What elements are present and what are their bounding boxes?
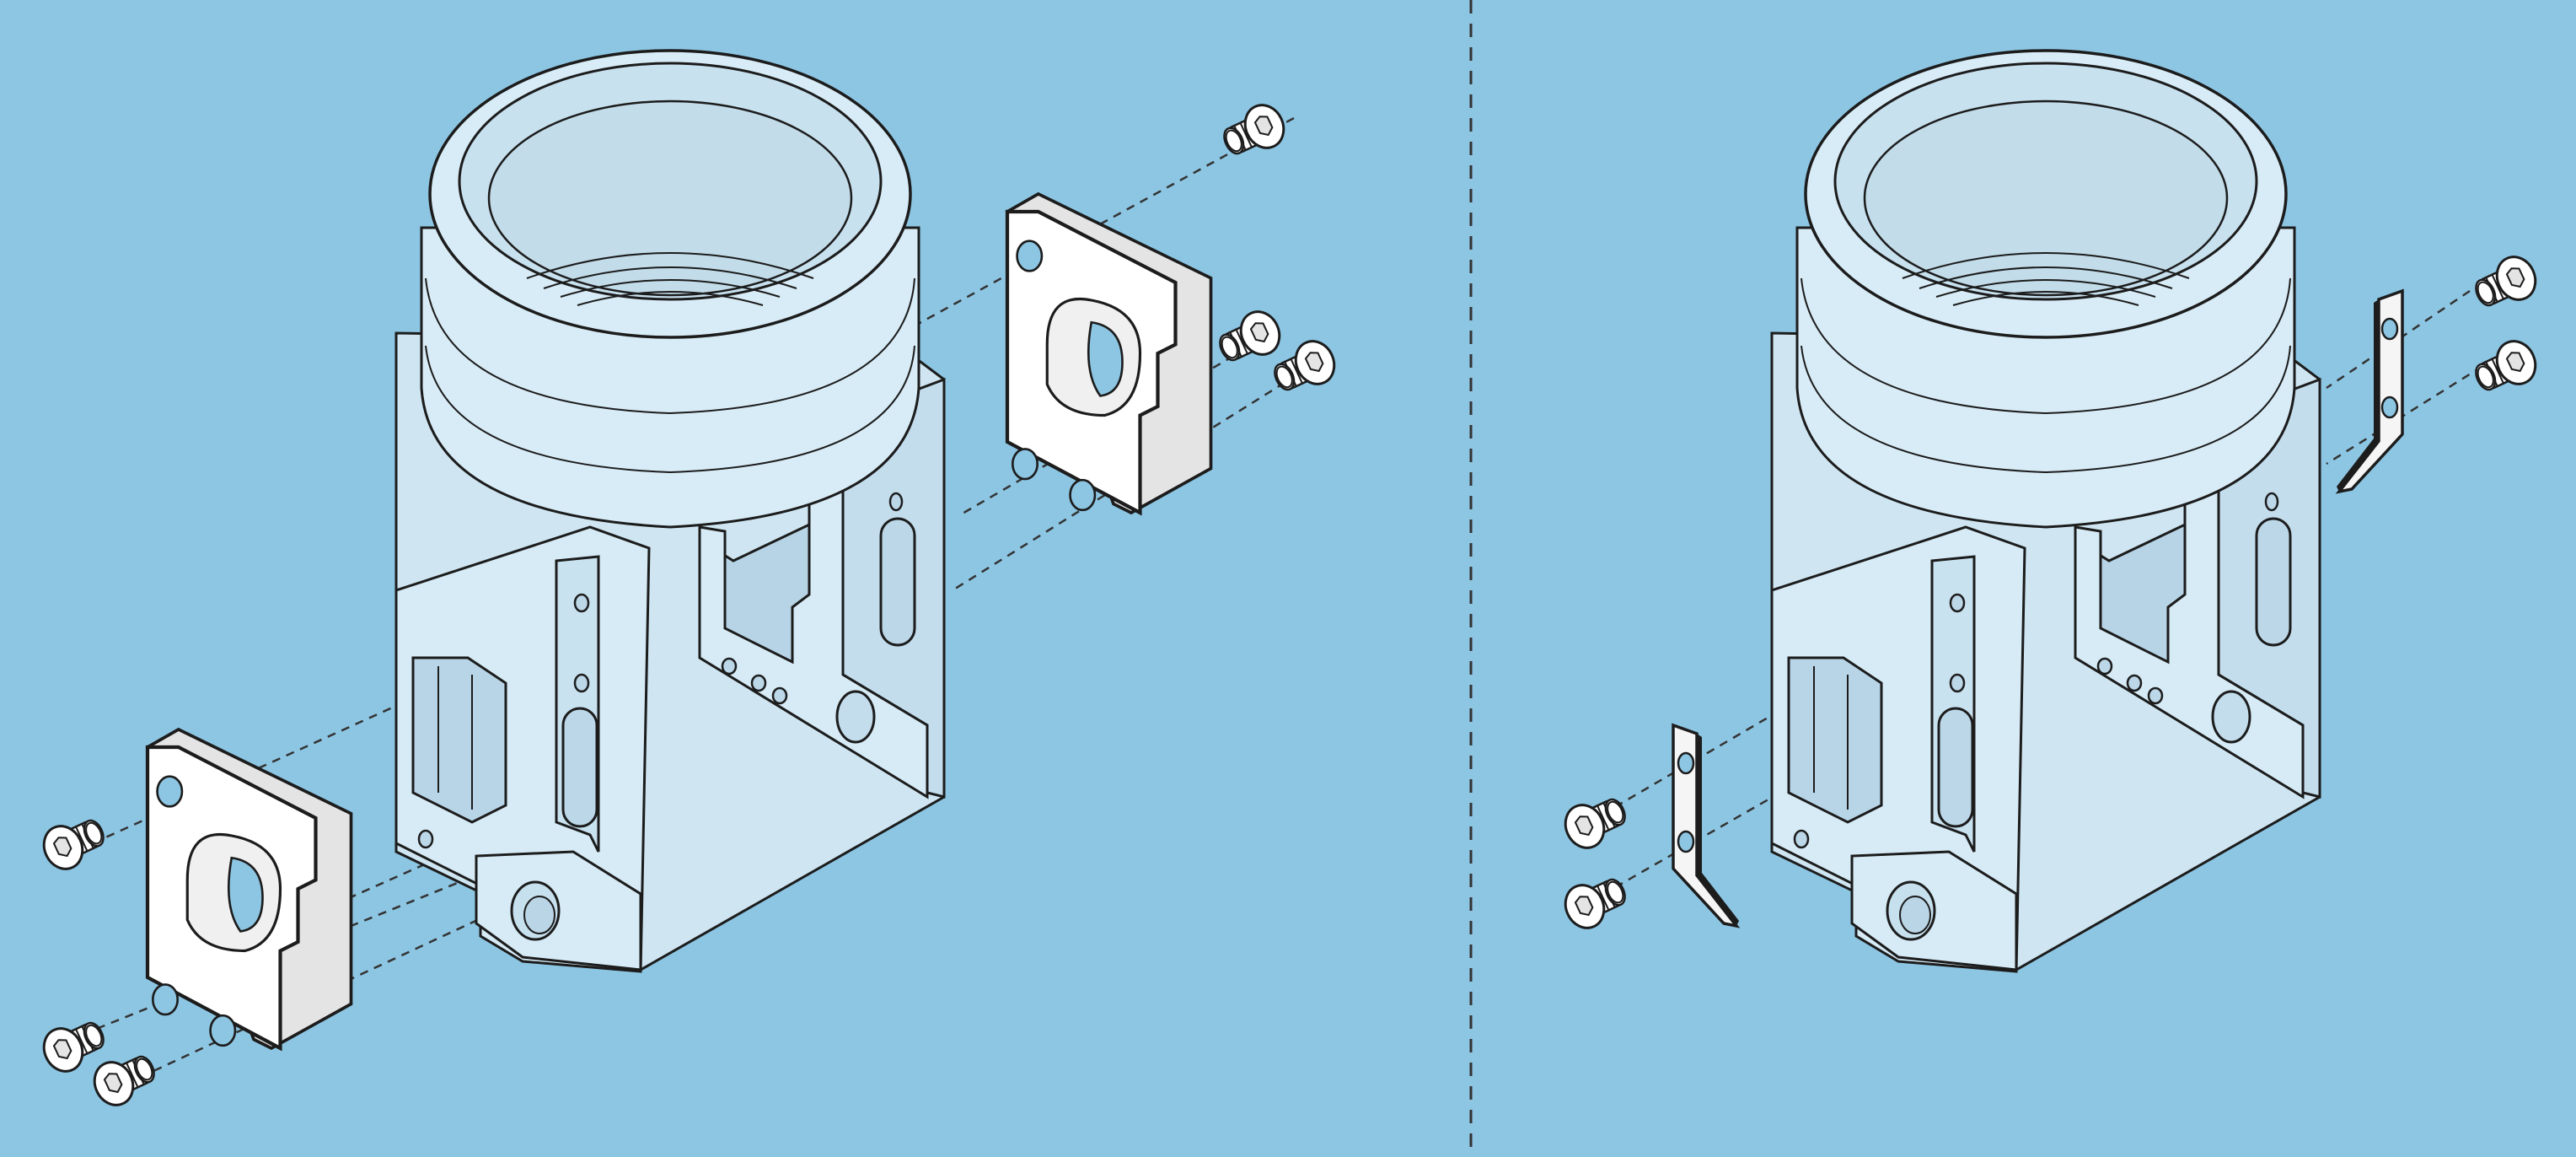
screw-lower-left-1 (35, 808, 112, 877)
block-bracket-upper (1007, 194, 1211, 513)
screw-right-lower-2 (1557, 867, 1634, 936)
housing-left (394, 49, 946, 973)
strip-bracket-lower (1672, 724, 1741, 928)
strip-bracket-upper (2335, 289, 2404, 493)
housing-right (1770, 49, 2321, 973)
screw-lower-left-3 (86, 1044, 163, 1113)
screw-right-lower-1 (1557, 787, 1634, 856)
right-panel (1557, 49, 2544, 973)
screw-right-top-2 (2467, 333, 2544, 402)
screw-top-right-2 (1211, 304, 1288, 373)
screw-right-top-1 (2467, 249, 2544, 318)
left-panel (35, 49, 1343, 1113)
screw-top-right-1 (1216, 97, 1292, 166)
block-bracket-lower (148, 729, 352, 1048)
